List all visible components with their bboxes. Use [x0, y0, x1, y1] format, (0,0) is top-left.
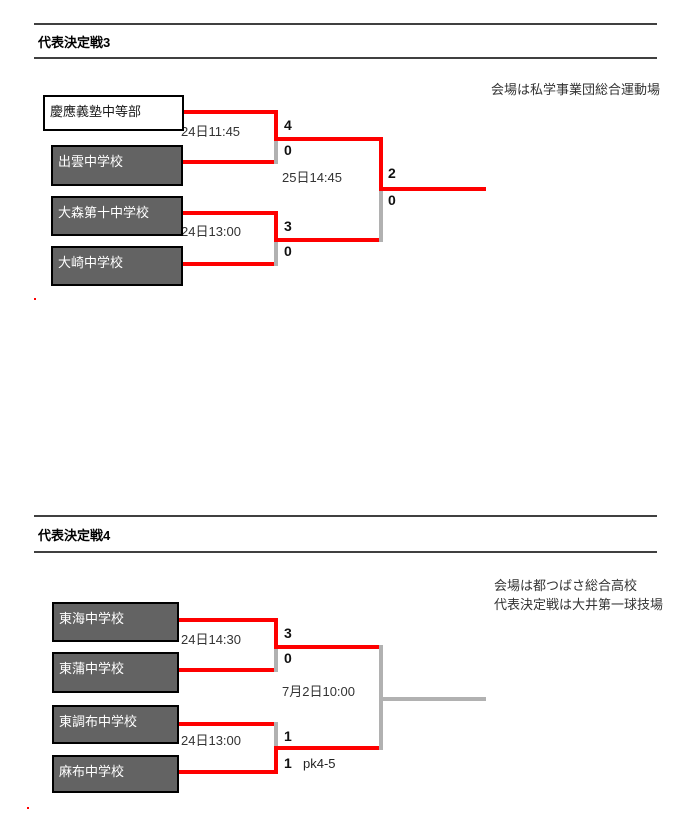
- venue-line: 会場は都つばさ総合高校: [494, 578, 638, 593]
- s2-semi2-score-top: 1: [284, 728, 292, 744]
- s1-semi1-team2-line: [183, 160, 278, 164]
- team-box: 麻布中学校: [52, 755, 179, 793]
- team-box: 大崎中学校: [51, 246, 183, 286]
- team-name: 大森第十中学校: [58, 205, 150, 220]
- s1-semi2-connector-loser-segment: [274, 242, 278, 266]
- s1-semi2-team1-line: [183, 211, 278, 215]
- s2-semi2-advance-line: [274, 746, 383, 750]
- s2-semi1-score-top: 3: [284, 625, 292, 641]
- section1-top-rule: [34, 23, 657, 25]
- section1-title: 代表決定戦3: [38, 35, 111, 50]
- s1-semi1-score-top: 4: [284, 117, 292, 133]
- s1-final-time: 25日14:45: [282, 170, 342, 185]
- team-name: 慶應義塾中等部: [50, 104, 142, 119]
- team-box: 大森第十中学校: [51, 196, 183, 236]
- s2-semi2-connector-loser-segment: [274, 722, 278, 746]
- stray-red-dot: [34, 298, 36, 300]
- s1-final-score-bottom: 0: [388, 192, 396, 208]
- s1-final-connector-loser-segment: [379, 191, 383, 242]
- s1-final-score-top: 2: [388, 165, 396, 181]
- s1-semi2-time: 24日13:00: [181, 224, 241, 239]
- s1-semi1-connector-loser-segment: [274, 141, 278, 164]
- s1-semi1-score-bottom: 0: [284, 142, 292, 158]
- stray-red-dot: [27, 807, 29, 809]
- team-name: 東海中学校: [59, 611, 125, 626]
- s1-semi2-score-bottom: 0: [284, 243, 292, 259]
- section1-bottom-rule: [34, 57, 657, 59]
- section1-venue-note: 会場は私学事業団総合運動場: [491, 80, 660, 99]
- section2-venue-note: 会場は都つばさ総合高校 代表決定戦は大井第一球技場: [494, 576, 663, 614]
- s2-semi1-team2-line: [179, 668, 278, 672]
- team-box: 東調布中学校: [52, 705, 179, 744]
- venue-line: 代表決定戦は大井第一球技場: [494, 597, 664, 612]
- section2-bottom-rule: [34, 551, 657, 553]
- s1-semi1-advance-line: [274, 137, 383, 141]
- team-name: 東調布中学校: [59, 714, 138, 729]
- s1-semi1-connector-winner-segment: [274, 110, 278, 141]
- venue-line: 会場は私学事業団総合運動場: [491, 82, 661, 97]
- team-box: 出雲中学校: [51, 145, 183, 186]
- team-box: 東海中学校: [52, 602, 179, 642]
- s2-semi2-team1-line: [179, 722, 278, 726]
- s2-semi2-connector-winner-segment: [274, 746, 278, 774]
- s2-semi1-connector-winner-segment: [274, 618, 278, 649]
- s2-semi2-score-bottom: 1: [284, 755, 292, 771]
- s1-final-connector-winner-segment: [379, 137, 383, 191]
- s1-semi1-team1-line: [183, 110, 278, 114]
- team-box: 東蒲中学校: [52, 652, 179, 693]
- s2-semi1-score-bottom: 0: [284, 650, 292, 666]
- team-name: 麻布中学校: [59, 764, 125, 779]
- section2-top-rule: [34, 515, 657, 517]
- team-box: 慶應義塾中等部: [43, 95, 184, 131]
- s1-semi2-score-top: 3: [284, 218, 292, 234]
- s2-semi2-time: 24日13:00: [181, 733, 241, 748]
- s2-semi1-advance-line: [274, 645, 383, 649]
- s1-semi2-connector-winner-segment: [274, 211, 278, 242]
- s2-semi2-pk-note: pk4-5: [303, 756, 336, 771]
- s2-final-time: 7月2日10:00: [282, 684, 355, 699]
- s1-semi1-time: 24日11:45: [181, 124, 241, 139]
- s2-semi1-connector-loser-segment: [274, 649, 278, 672]
- s2-semi1-team1-line: [179, 618, 278, 622]
- team-name: 出雲中学校: [58, 154, 124, 169]
- s1-final-advance-line: [379, 187, 486, 191]
- section2-title: 代表決定戦4: [38, 528, 111, 543]
- team-name: 東蒲中学校: [59, 661, 125, 676]
- s2-final-advance-line: [379, 697, 486, 701]
- s2-semi2-team2-line: [179, 770, 278, 774]
- team-name: 大崎中学校: [58, 255, 124, 270]
- s1-semi2-advance-line: [274, 238, 383, 242]
- s1-semi2-team2-line: [183, 262, 278, 266]
- s2-semi1-time: 24日14:30: [181, 632, 241, 647]
